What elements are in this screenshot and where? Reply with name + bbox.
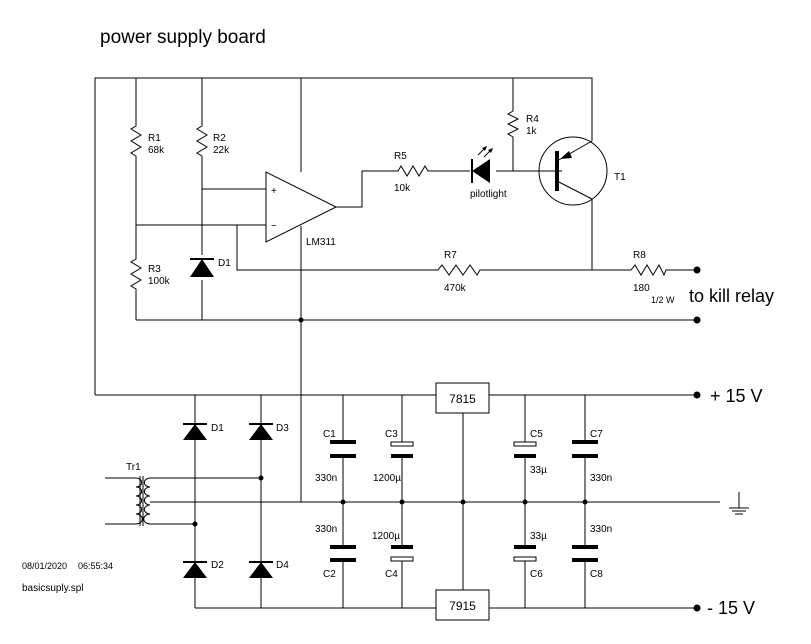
kill-relay-output: to kill relay [689,266,774,324]
c3-value: 1200µ [373,473,401,484]
regulator-7815: 7815 [435,382,490,414]
r7-value: 470k [444,283,467,294]
t1-name: T1 [614,172,626,183]
regulator-7915-label: 7915 [449,599,476,613]
capacitor-c6: 33µ C6 [513,531,547,580]
comparator-lm311: + − LM311 [265,171,338,248]
comparator-plus: + [271,186,277,197]
c1-value: 330n [315,473,337,484]
resistor-r4: R4 1k [506,108,539,138]
positive-15v-output: + 15 V [693,386,763,406]
negative-15v-output: - 15 V [693,598,755,618]
zener-name: D1 [218,258,231,269]
c4-name: C4 [385,569,398,580]
r5-value: 10k [394,183,411,194]
capacitor-c5: C5 33µ [513,429,547,476]
comparator-minus: − [271,221,277,232]
r8-name: R8 [633,250,646,261]
c6-value: 33µ [530,531,547,542]
r3-name: R3 [148,264,161,275]
c5-name: C5 [530,429,543,440]
junction-dots [192,317,588,527]
control-wires [94,77,695,502]
r8-rating: 1/2 W [651,295,675,305]
footer-filename: basicsuply.spl [22,583,84,594]
regulator-7815-label: 7815 [449,392,476,406]
r1-value: 68k [148,145,165,156]
resistor-r5: R5 10k [394,151,430,194]
c6-name: C6 [530,569,543,580]
c8-value: 330n [590,524,612,535]
diode-d3: D3 [249,423,289,440]
resistor-r8: R8 180 1/2 W [627,250,675,305]
c7-value: 330n [590,473,612,484]
diagram-title: power supply board [100,27,266,48]
led-pilotlight: pilotlight [470,146,507,200]
resistor-r7: R7 470k [434,250,482,294]
diode-d2: D2 [183,560,224,578]
resistor-r3: R3 100k [130,255,171,290]
ground-icon [729,492,749,515]
diode-d1: D1 [183,423,224,440]
capacitor-c4: 1200µ C4 [372,531,414,580]
transistor-t1: T1 [538,136,626,206]
r2-name: R2 [213,133,226,144]
regulator-7915: 7915 [435,589,490,621]
kill-relay-label: to kill relay [689,286,774,306]
resistor-r1: R1 68k [130,122,165,158]
c2-name: C2 [323,569,336,580]
footer-date: 08/01/2020 [22,561,67,571]
d2-name: D2 [211,560,224,571]
capacitor-c7: C7 330n [572,429,612,484]
r2-value: 22k [213,145,230,156]
d1-name: D1 [211,423,224,434]
capacitor-c8: 330n C8 [572,524,612,580]
d4-name: D4 [276,560,289,571]
footer-time: 06:55:34 [78,561,113,571]
r8-value: 180 [633,283,650,294]
c4-value: 1200µ [372,531,400,542]
zener-diode-d1: D1 [190,258,231,277]
transformer-tr1: Tr1 [105,462,151,526]
c1-name: C1 [323,429,336,440]
c8-name: C8 [590,569,603,580]
r1-name: R1 [148,133,161,144]
r4-name: R4 [526,114,539,125]
capacitor-c1: C1 330n [315,429,356,484]
r3-value: 100k [148,276,171,287]
r5-name: R5 [394,151,407,162]
c2-value: 330n [315,524,337,535]
comparator-name: LM311 [306,237,336,248]
led-name: pilotlight [470,189,507,200]
c5-value: 33µ [530,465,547,476]
pos-15v-label: + 15 V [710,386,763,406]
d3-name: D3 [276,423,289,434]
r7-name: R7 [444,250,457,261]
neg-15v-label: - 15 V [707,598,755,618]
c7-name: C7 [590,429,603,440]
tr1-name: Tr1 [126,462,141,473]
capacitor-c2: 330n C2 [315,524,356,580]
c3-name: C3 [385,429,398,440]
r4-value: 1k [526,126,538,137]
capacitor-c3: C3 1200µ [373,429,414,484]
resistor-r2: R2 22k [196,122,230,158]
diode-d4: D4 [249,560,289,578]
